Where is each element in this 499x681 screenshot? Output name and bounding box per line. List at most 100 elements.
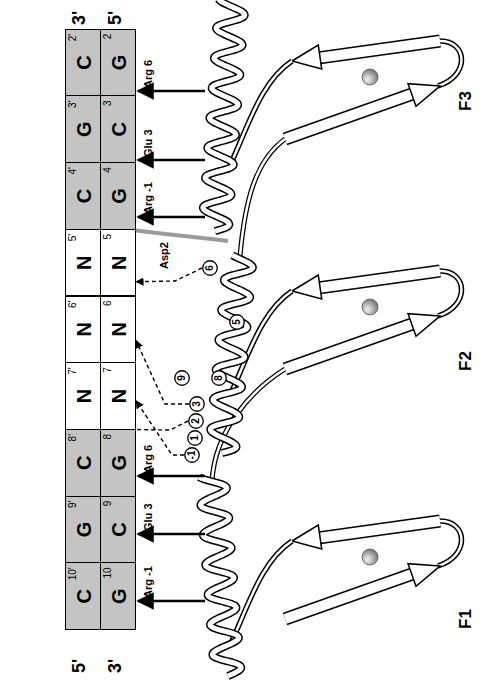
strand-head <box>408 314 440 337</box>
base-number: 3 <box>102 100 113 106</box>
base-cell: 2G <box>100 29 136 97</box>
position-number: 3 <box>189 396 205 412</box>
base-number: 9' <box>67 501 78 508</box>
base-letter: C <box>108 497 130 563</box>
base-cell: 3C <box>100 95 136 163</box>
position-number: -1 <box>184 447 200 463</box>
base-letter: G <box>73 497 95 563</box>
base-number: 5' <box>67 234 78 241</box>
base-number: 8' <box>67 434 78 441</box>
base-cell: 5'N <box>65 229 101 297</box>
base-cell: 6N <box>100 296 136 364</box>
base-letter: N <box>108 297 130 363</box>
residue-label: Arg 6 <box>142 60 154 88</box>
base-number: 10' <box>67 567 78 580</box>
position-number: 5 <box>229 314 245 330</box>
beta-strand <box>318 521 440 538</box>
residue-position: 3 <box>189 396 205 412</box>
beta-strand <box>232 541 292 641</box>
strand-end: 3' <box>105 659 126 673</box>
base-number: 5 <box>102 234 113 240</box>
residue-label: Glu 3 <box>142 503 154 531</box>
base-number: 2 <box>102 34 113 40</box>
base-letter: C <box>108 96 130 162</box>
contact-connector <box>136 268 202 282</box>
contact-arrow <box>138 90 205 93</box>
position-circle <box>190 397 205 412</box>
alpha-helix <box>203 0 245 231</box>
position-circle <box>189 414 204 429</box>
strand-end: 3' <box>69 11 90 25</box>
beta-hairpin <box>232 271 462 391</box>
strand-end: 5' <box>105 11 126 25</box>
base-letter: C <box>73 563 95 629</box>
base-cell: 10G <box>100 562 136 630</box>
base-letter: N <box>73 297 95 363</box>
base-cell: 4G <box>100 162 136 230</box>
beta-strand <box>318 521 440 538</box>
base-number: 6' <box>67 301 78 308</box>
position-circle <box>185 448 200 463</box>
base-number: 3' <box>67 100 78 107</box>
contact-connector <box>136 341 189 404</box>
residue-position: 9 <box>174 370 190 386</box>
beta-strand <box>318 271 440 288</box>
beta-strand <box>318 271 440 288</box>
alpha-helix <box>210 255 253 453</box>
beta-strand <box>285 323 415 369</box>
beta-strand <box>438 41 462 86</box>
strand-head <box>292 45 322 69</box>
base-cell: 7'N <box>65 362 101 430</box>
residue-label: Glu 3 <box>142 129 154 157</box>
base-letter: N <box>73 363 95 429</box>
residue-label: Arg -1 <box>142 182 154 214</box>
base-letter: C <box>73 30 95 96</box>
alpha-helix <box>203 0 245 231</box>
base-cell: 4'C <box>65 162 101 230</box>
contact-arrow <box>138 475 205 478</box>
base-cell: 8'C <box>65 429 101 497</box>
base-number: 7 <box>102 367 113 373</box>
residue-label: Arg 6 <box>142 445 154 473</box>
base-number: 7' <box>67 367 78 374</box>
base-number: 10 <box>102 567 113 578</box>
strand-head <box>292 275 322 299</box>
finger-name: F1 <box>456 609 476 629</box>
beta-strand <box>285 573 415 619</box>
zinc-ion <box>362 549 378 565</box>
base-cell: 10'C <box>65 562 101 630</box>
strand-head <box>408 84 440 107</box>
beta-strand <box>438 521 462 566</box>
base-number: 2' <box>67 34 78 41</box>
base-cell: 8G <box>100 429 136 497</box>
position-circle <box>212 371 227 386</box>
base-cell: 6'N <box>65 296 101 364</box>
alpha-helix <box>199 477 241 676</box>
strand-head <box>408 564 440 587</box>
linker-tube <box>240 139 285 256</box>
alpha-helix <box>199 477 241 676</box>
residue-label: Arg -1 <box>142 566 154 598</box>
base-letter: N <box>108 363 130 429</box>
beta-strand <box>438 521 462 566</box>
residue-position: 1 <box>187 430 203 446</box>
beta-strand <box>438 271 462 316</box>
beta-strand <box>318 41 440 58</box>
base-letter: G <box>108 163 130 229</box>
beta-strand <box>438 271 462 316</box>
zinc-ion <box>362 69 378 85</box>
base-number: 6 <box>102 301 113 307</box>
position-number: 8 <box>211 370 227 386</box>
base-cell: 2'C <box>65 29 101 97</box>
base-number: 4' <box>67 167 78 174</box>
position-number: 1 <box>187 430 203 446</box>
beta-hairpin <box>232 41 462 161</box>
beta-strand <box>285 323 415 369</box>
base-number: 8 <box>102 434 113 440</box>
residue-position: 6 <box>202 260 218 276</box>
base-cell: 7N <box>100 362 136 430</box>
position-circle <box>188 431 203 446</box>
contact-arrow <box>138 159 205 162</box>
base-number: 9 <box>102 501 113 507</box>
